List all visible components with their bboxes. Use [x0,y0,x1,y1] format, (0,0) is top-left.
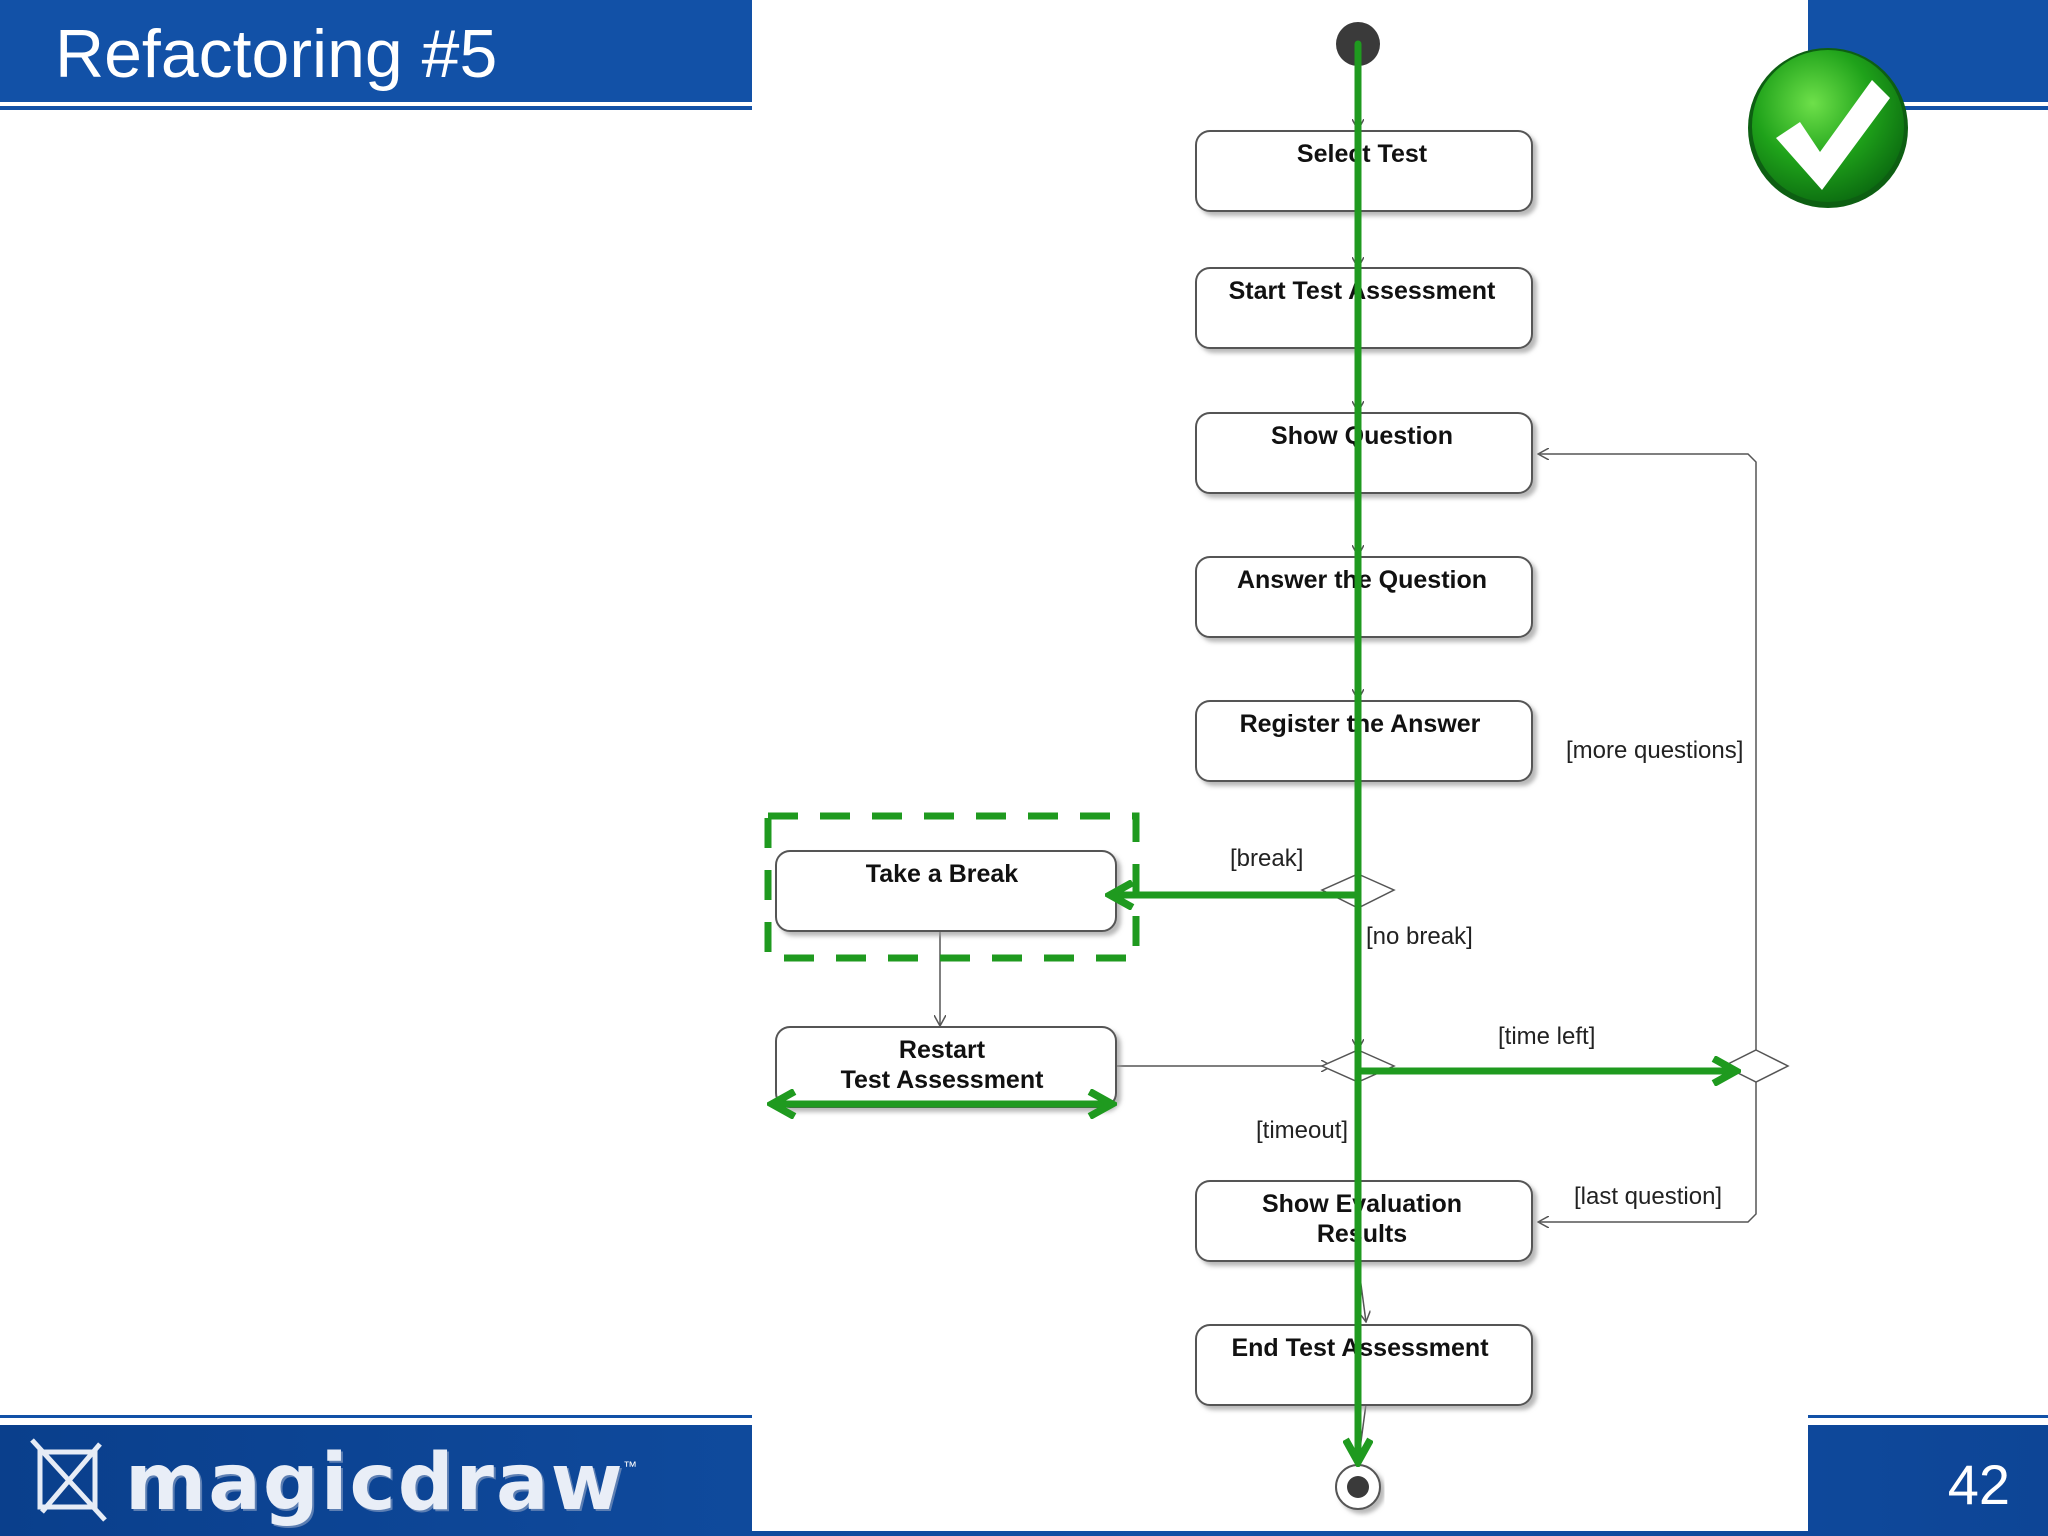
show-question-label: Show Question [1271,422,1453,450]
guard-last-question: [last question] [1574,1183,1722,1210]
magicdraw-logo-icon [30,1438,107,1522]
show-evaluation-label-line2: Results [1317,1220,1407,1248]
answer-question-action [1195,556,1533,638]
show-evaluation-label-line1: Show Evaluation [1262,1190,1462,1218]
page-number: 42 [1947,1453,2010,1516]
select-test-action [1195,130,1533,212]
take-break-label: Take a Break [866,860,1019,888]
register-answer-action [1195,700,1533,782]
guard-no-break: [no break] [1366,923,1473,950]
select-test-label: Select Test [1297,140,1428,168]
logo-wordmark: magicdraw [125,1438,625,1528]
guard-more-questions: [more questions] [1566,737,1743,764]
start-test-assessment-action [1195,267,1533,349]
guard-time-left: [time left] [1498,1023,1595,1050]
restart-label-line2: Test Assessment [841,1066,1045,1094]
start-test-assessment-label: Start Test Assessment [1229,277,1496,305]
logo-trademark: ™ [623,1458,637,1474]
guard-timeout: [timeout] [1256,1117,1348,1144]
restart-label-line1: Restart [899,1036,986,1064]
highlight-dashed-box [764,812,1140,962]
show-evaluation-action [1195,1180,1533,1262]
checkmark-icon [1748,48,1908,208]
show-question-action [1195,412,1533,494]
slide-title: Refactoring #5 [55,16,498,92]
answer-question-label: Answer the Question [1237,566,1487,594]
questions-decision-node [1722,1049,1790,1083]
guard-break: [break] [1230,845,1303,872]
end-test-assessment-action [1195,1324,1533,1406]
